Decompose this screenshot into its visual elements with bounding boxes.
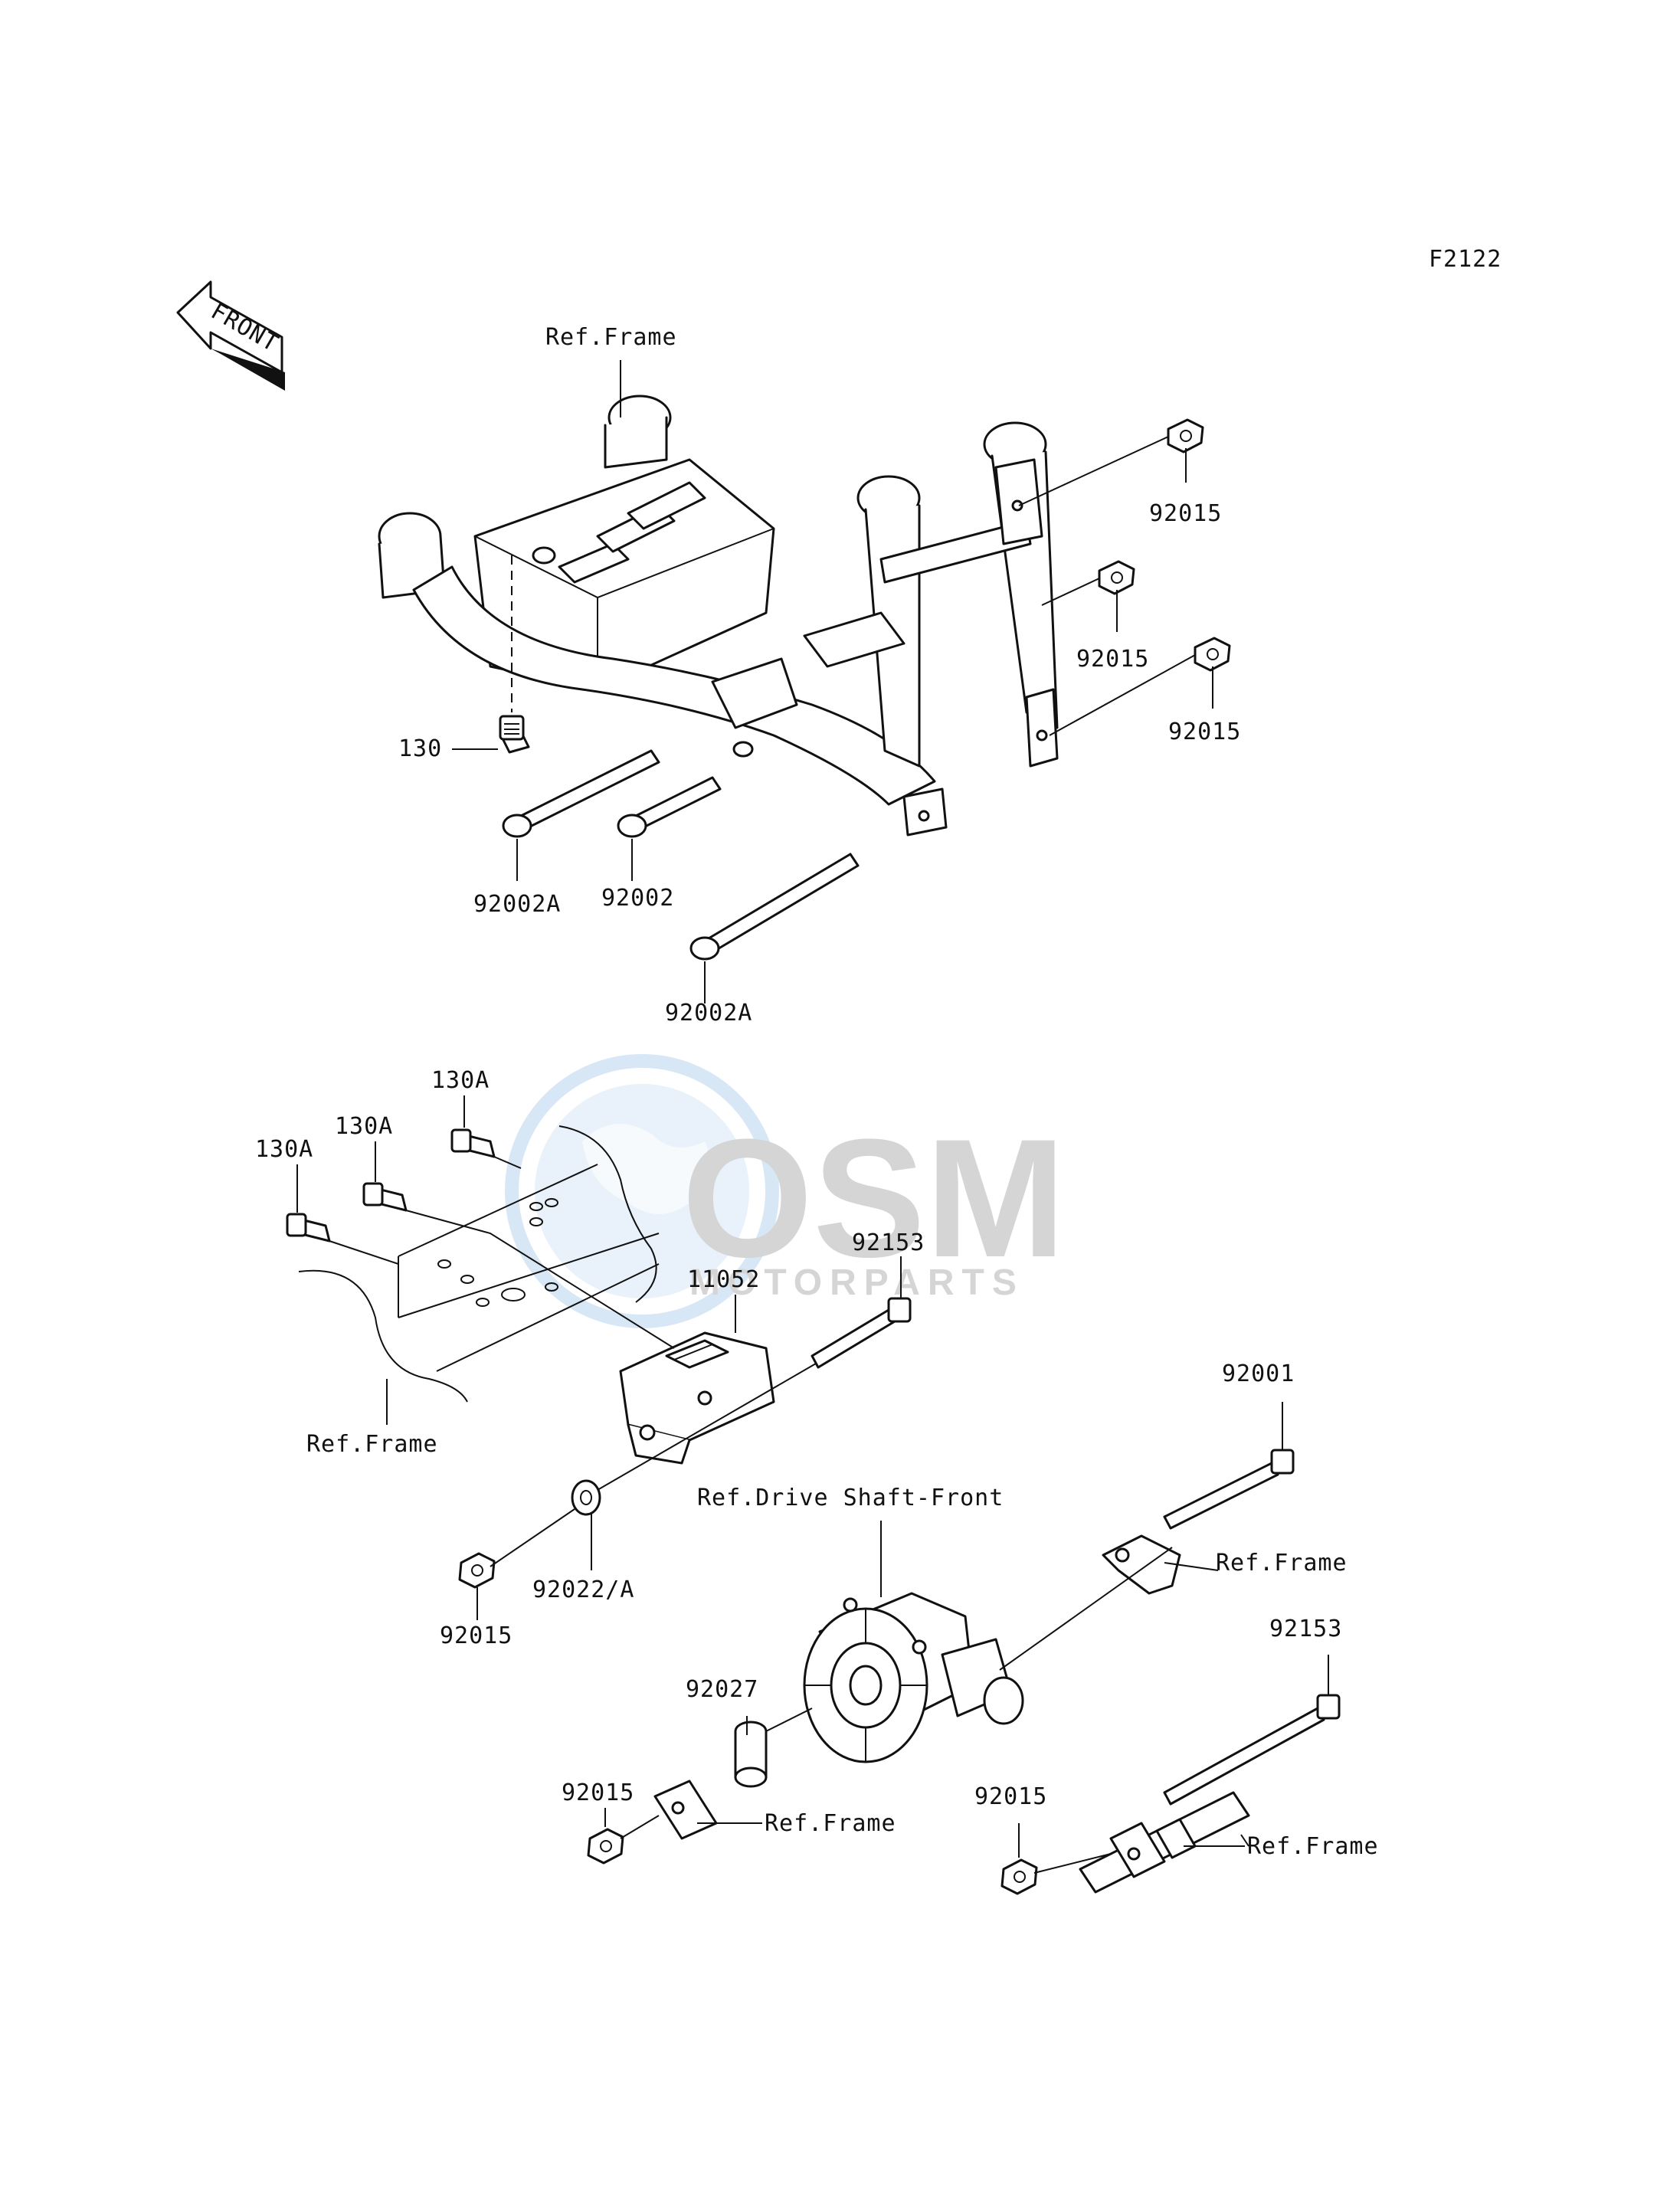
label-92015-c: 92015 [1168,719,1241,745]
label-92015-a: 92015 [1149,500,1222,527]
bolt-92002 [617,776,722,838]
front-arrow-icon: FRONT [176,280,285,391]
label-92015-f: 92015 [974,1783,1047,1810]
nut-92015-f [1000,1858,1038,1895]
mount-bracket-11052 [619,1331,775,1465]
frame-tube-bottom-right [1079,1791,1250,1894]
bolt-92153-top [811,1297,912,1369]
bolt-130A-2 [362,1182,408,1212]
label-ref-frame-bottom-right: Ref.Frame [1247,1833,1379,1860]
label-92002: 92002 [601,885,674,912]
frame-bracket-right [1102,1534,1181,1595]
middle-leader-lines [296,1095,902,1620]
nut-92015-d [458,1552,496,1589]
upper-leader-lines [452,360,1213,1004]
washer-92022A [571,1479,601,1516]
watermark-brand: OSM [682,1104,1066,1292]
bolt-92001 [1163,1449,1295,1530]
label-11052: 11052 [687,1266,760,1293]
bolt-92153-bottom [1163,1694,1341,1806]
label-92001: 92001 [1222,1360,1295,1387]
label-ref-frame-top: Ref.Frame [545,324,677,351]
watermark-sub: MOTORPARTS [689,1262,1024,1303]
diagram-code: F2122 [1429,246,1502,273]
label-92015-b: 92015 [1076,646,1149,673]
nut-92015-a [1167,418,1204,453]
nut-92015-e [587,1828,624,1865]
label-92002A-bottom: 92002A [665,1000,752,1026]
label-ref-drive-shaft: Ref.Drive Shaft-Front [697,1485,1004,1511]
front-drive-shaft-housing [803,1592,1024,1763]
nut-92015-b [1098,560,1135,595]
label-130: 130 [398,735,442,762]
bolt-92002A-bottom [689,853,860,961]
label-ref-frame-bottom-left: Ref.Frame [765,1810,896,1837]
label-92027: 92027 [686,1676,758,1703]
label-92015-e: 92015 [562,1780,634,1806]
frame-section-mid [298,1125,660,1403]
label-92015-d: 92015 [440,1622,513,1649]
frame-plate-bottom-left [653,1780,718,1840]
label-92002A-left: 92002A [473,891,561,918]
bolt-130 [499,715,530,754]
label-130A-3: 130A [255,1136,313,1163]
nut-92015-c [1194,637,1231,672]
label-92022A: 92022/A [532,1577,634,1603]
label-ref-frame-right: Ref.Frame [1216,1550,1348,1577]
label-92153-bottom: 92153 [1269,1616,1342,1642]
engine-mount-frame [378,395,1059,837]
label-130A-1: 130A [431,1067,490,1094]
collar-92027 [734,1721,768,1788]
bolt-92002A-left [502,749,660,838]
osm-watermark-logo: OSM MOTORPARTS [505,1054,1066,1328]
bolt-130A-3 [286,1213,331,1243]
bolt-130A-1 [450,1128,496,1158]
lower-leader-lines [604,1402,1329,1874]
label-92153-top: 92153 [852,1229,925,1256]
label-ref-frame-mid: Ref.Frame [306,1431,438,1458]
label-130A-2: 130A [335,1113,393,1140]
